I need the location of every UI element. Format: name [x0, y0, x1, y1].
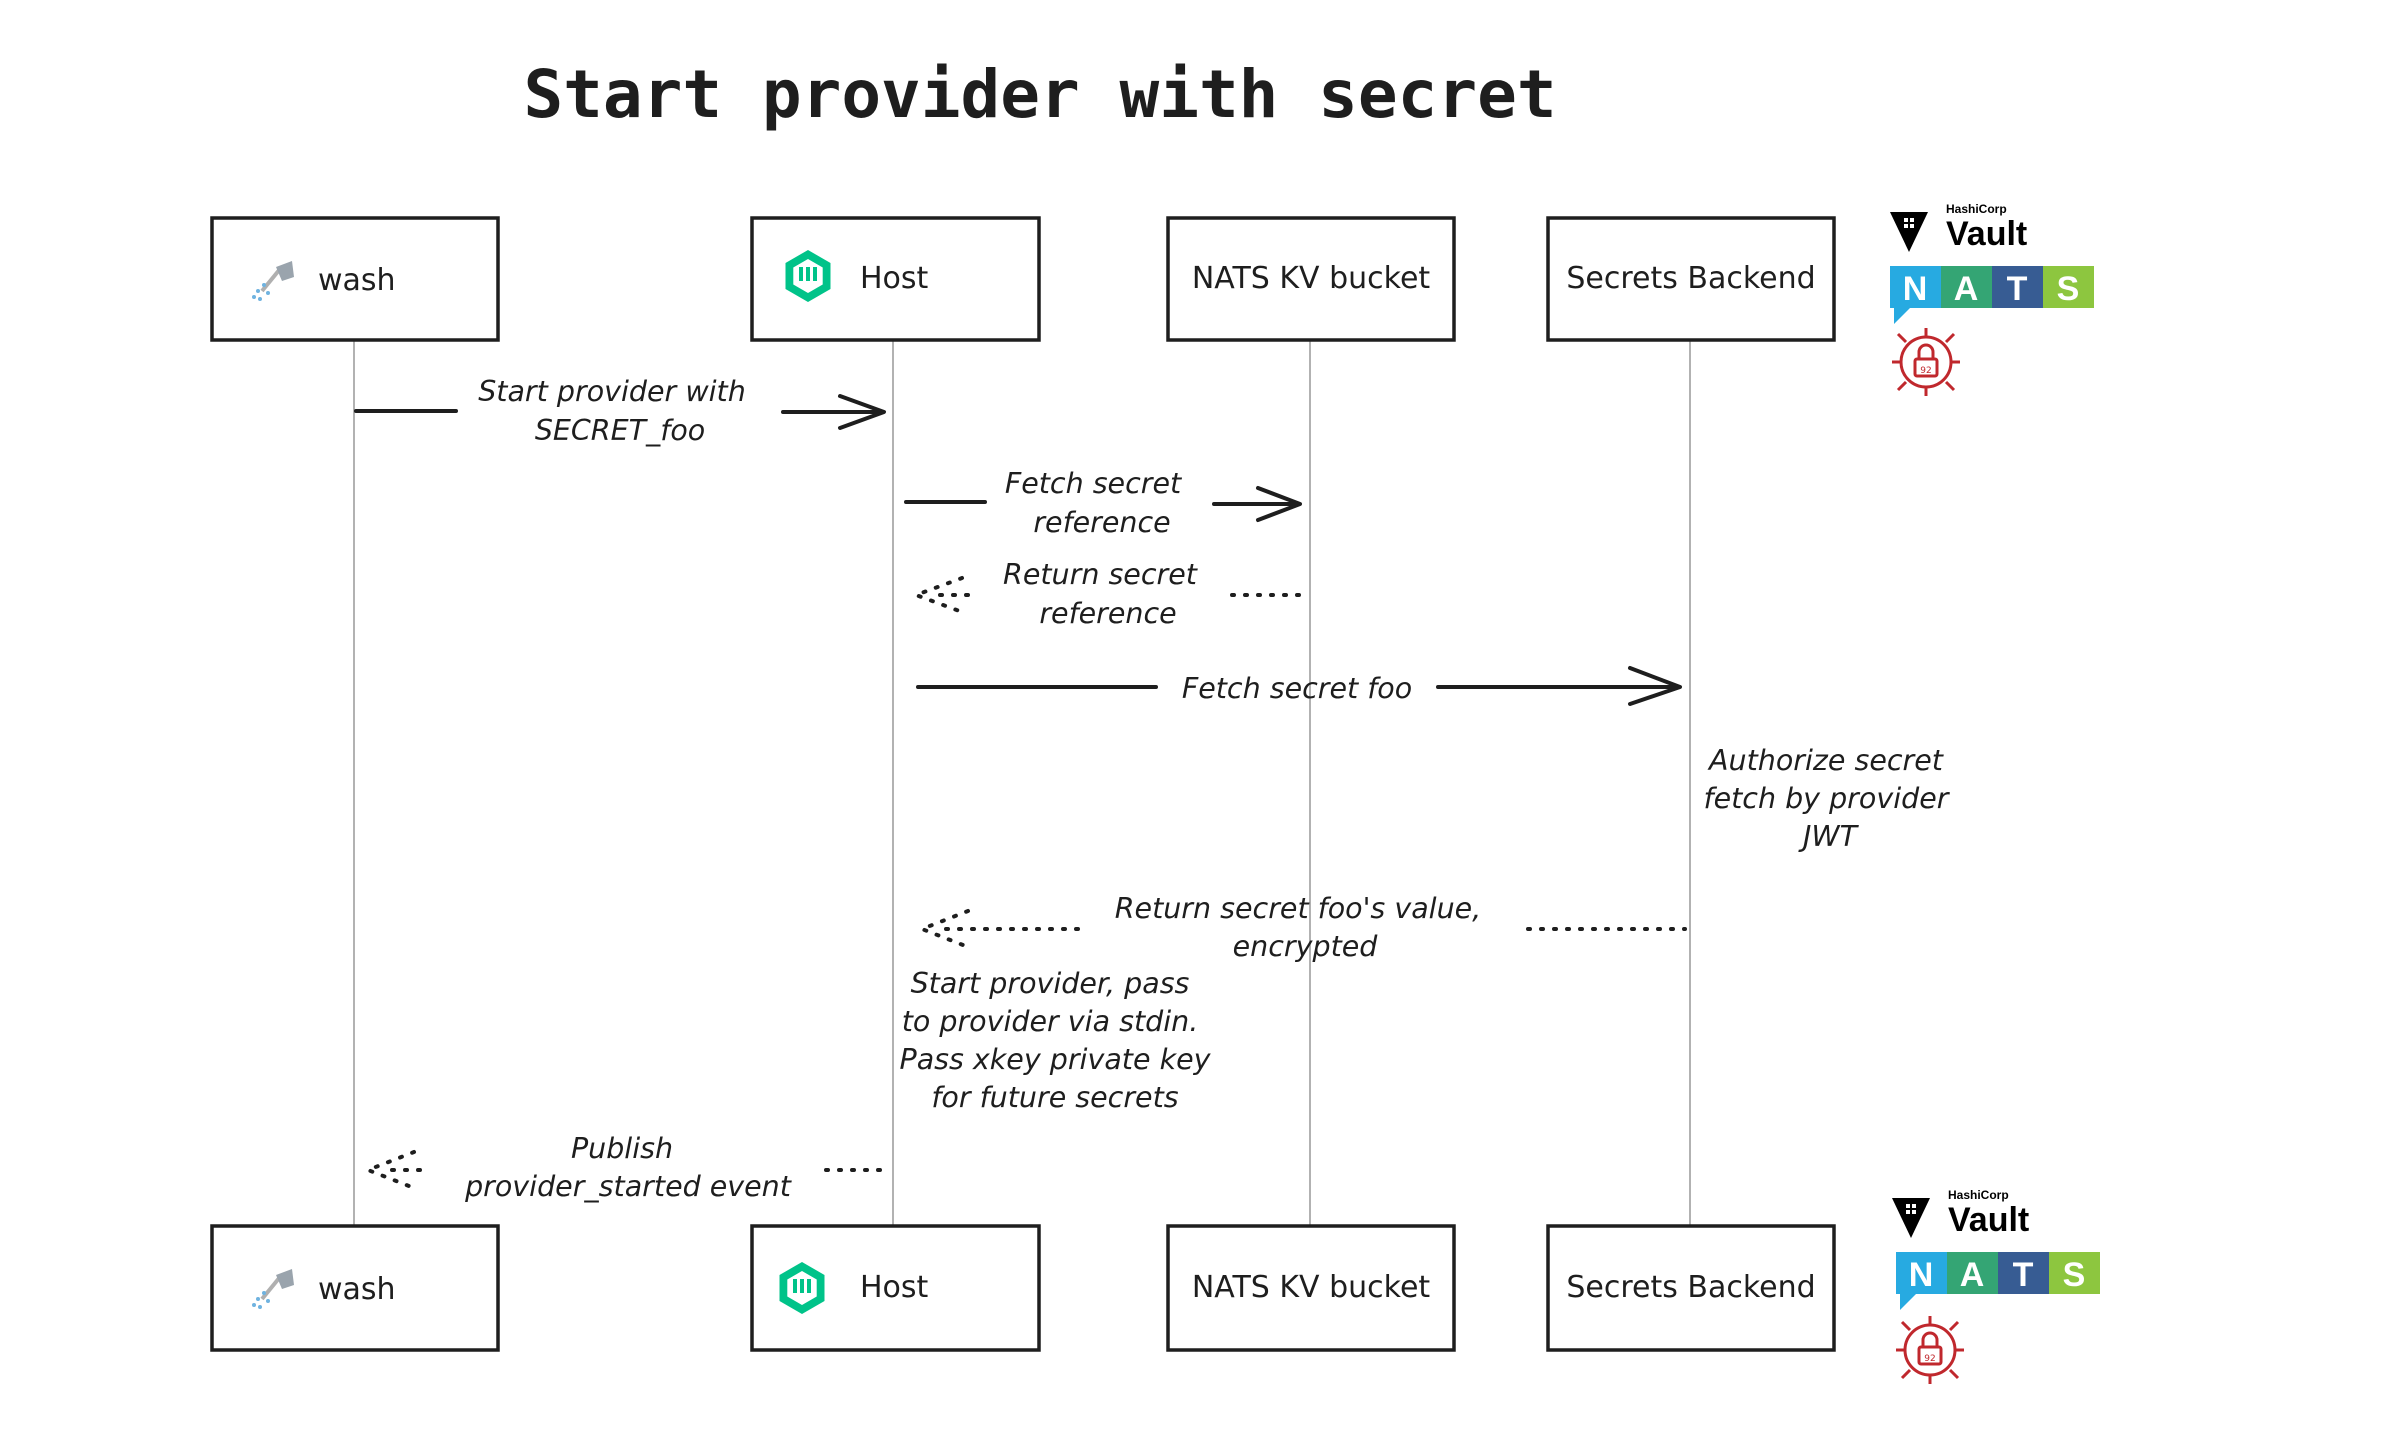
note-line: for future secrets	[931, 1081, 1178, 1114]
arrowhead	[910, 576, 964, 614]
nats-letter: T	[2007, 270, 2028, 308]
note-line: Start provider, pass	[911, 967, 1190, 1000]
participant-label: Host	[860, 1270, 929, 1305]
nats-letter: T	[2013, 1256, 2034, 1294]
note-line: JWT	[1798, 820, 1860, 853]
lock-badge-icon: 92	[1892, 328, 1960, 396]
arrowhead	[916, 909, 970, 949]
nats-letter: A	[1960, 1256, 1985, 1294]
nats-letter: N	[1903, 270, 1928, 308]
message-label-line: Start provider with	[478, 375, 746, 408]
vault-name: Vault	[1948, 1201, 2029, 1239]
message-label-line: Fetch secret foo	[1182, 672, 1412, 705]
tech-logos-bottom: HashiCorp Vault N A T S 92	[1892, 1188, 2100, 1384]
participant-label: Secrets Backend	[1566, 261, 1815, 296]
note-line: Pass xkey private key	[900, 1043, 1212, 1076]
lock-number: 92	[1920, 366, 1931, 376]
note-line: fetch by provider	[1704, 782, 1951, 815]
lock-number: 92	[1924, 1354, 1935, 1364]
participant-nats-bottom: NATS KV bucket	[1166, 1224, 1456, 1352]
message-label-line: Return secret	[1003, 558, 1199, 591]
participant-label: wash	[318, 1272, 396, 1307]
note-line: Authorize secret	[1707, 744, 1945, 777]
vault-logo-icon: HashiCorp Vault	[1890, 202, 2027, 253]
participant-secrets-bottom: Secrets Backend	[1546, 1224, 1836, 1352]
vault-vendor: HashiCorp	[1946, 202, 2007, 216]
participant-label: NATS KV bucket	[1192, 1270, 1431, 1305]
arrowhead	[838, 394, 886, 430]
message-fetch-secret-reference: Fetch secret reference	[904, 467, 1302, 539]
nats-logo-icon: N A T S	[1896, 1252, 2100, 1310]
nats-letter: S	[2057, 270, 2080, 308]
tech-logos-top: HashiCorp Vault N A T S 92	[1890, 202, 2094, 396]
vault-vendor: HashiCorp	[1948, 1188, 2009, 1202]
participant-wash-top: wash	[210, 216, 500, 342]
participant-wash-bottom: wash	[210, 1224, 500, 1352]
message-label-line: Return secret foo's value,	[1115, 892, 1482, 925]
message-fetch-secret-foo: Fetch secret foo	[916, 666, 1682, 706]
message-label-line: SECRET_foo	[535, 414, 705, 447]
participant-host-bottom: Host	[750, 1224, 1041, 1352]
note-line: to provider via stdin.	[902, 1005, 1199, 1038]
nats-letter: S	[2063, 1256, 2086, 1294]
message-label-line: reference	[1033, 506, 1170, 539]
shower-icon	[252, 261, 294, 301]
note-authorize-secret: Authorize secret fetch by provider JWT	[1704, 744, 1951, 853]
wasmcloud-logo-icon	[785, 250, 831, 302]
participant-label: Host	[860, 261, 929, 296]
arrowhead	[362, 1150, 416, 1190]
nats-logo-icon: N A T S	[1890, 266, 2094, 324]
participant-host-top: Host	[750, 216, 1041, 342]
message-start-provider: Start provider with SECRET_foo	[354, 375, 886, 447]
participant-label: NATS KV bucket	[1192, 261, 1431, 296]
wasmcloud-logo-icon	[779, 1262, 825, 1314]
message-label-line: encrypted	[1233, 930, 1379, 963]
participant-nats-top: NATS KV bucket	[1166, 216, 1456, 342]
message-label-line: reference	[1039, 597, 1176, 630]
note-start-provider: Start provider, pass to provider via std…	[900, 967, 1212, 1114]
message-publish-event: Publish provider_started event	[362, 1132, 892, 1203]
vault-name: Vault	[1946, 215, 2027, 253]
message-label-line: provider_started event	[464, 1170, 793, 1203]
shower-icon	[252, 1269, 294, 1309]
participant-secrets-top: Secrets Backend	[1546, 216, 1836, 342]
participant-label: Secrets Backend	[1566, 1270, 1815, 1305]
lock-badge-icon: 92	[1896, 1316, 1964, 1384]
nats-letter: N	[1909, 1256, 1934, 1294]
nats-letter: A	[1954, 270, 1979, 308]
vault-logo-icon: HashiCorp Vault	[1892, 1188, 2029, 1239]
message-return-secret-reference: Return secret reference	[910, 558, 1307, 630]
arrowhead	[1628, 666, 1682, 706]
participant-label: wash	[318, 263, 396, 298]
message-return-secret-value: Return secret foo's value, encrypted	[916, 892, 1687, 963]
message-label-line: Publish	[571, 1132, 673, 1165]
diagram-title: Start provider with secret	[523, 56, 1556, 133]
message-label-line: Fetch secret	[1005, 467, 1183, 500]
arrowhead	[1256, 486, 1302, 522]
